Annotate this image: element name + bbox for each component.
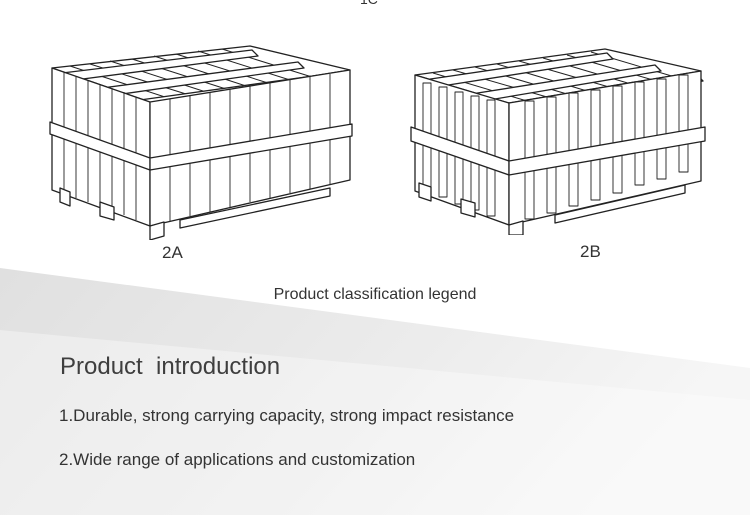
- section-title: Product introduction: [60, 353, 281, 380]
- wooden-crate-slatted-icon: [410, 48, 706, 235]
- legend-caption: Product classification legend: [273, 286, 477, 303]
- figure-label-2b: 2B: [580, 242, 601, 261]
- feature-item: 2.Wide range of applications and customi…: [59, 450, 416, 469]
- top-cut-label: 1C: [360, 0, 378, 7]
- figure-label-2a: 2A: [162, 243, 183, 262]
- feature-item: 1.Durable, strong carrying capacity, str…: [59, 406, 515, 425]
- wooden-crate-closed-icon: [49, 45, 353, 240]
